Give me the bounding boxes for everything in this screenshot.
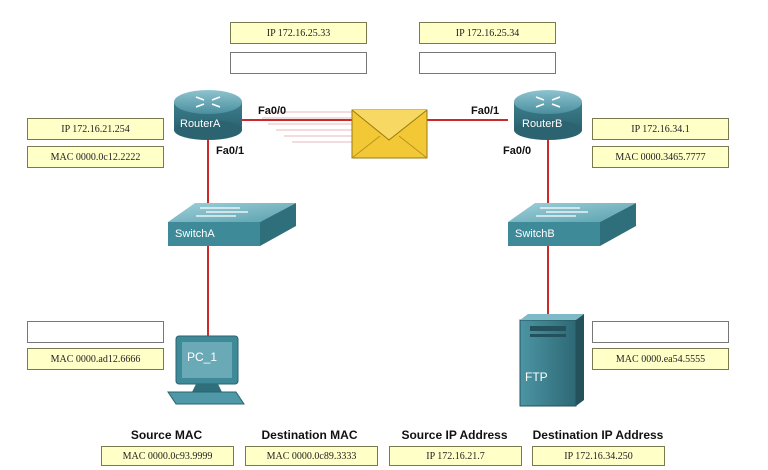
packet-source-mac: MAC 0000.0c93.9999 — [101, 446, 234, 466]
switchA-icon[interactable] — [168, 203, 296, 246]
routerB-fa00-label: Fa0/0 — [503, 145, 532, 157]
routerB-fa01-ip-box: IP 172.16.25.34 — [419, 22, 556, 44]
ftp-mac-box: MAC 0000.ea54.5555 — [592, 348, 729, 370]
packet-destination-ip: IP 172.16.34.250 — [532, 446, 665, 466]
routerA-fa00-label: Fa0/0 — [258, 105, 287, 117]
motion-streaks — [262, 111, 352, 143]
pc-icon[interactable] — [167, 335, 245, 405]
routerA-fa00-mac-field[interactable] — [230, 52, 367, 74]
pc-label: PC_1 — [187, 350, 218, 364]
routerB-label: RouterB — [522, 118, 563, 130]
ftp-server-icon[interactable] — [519, 314, 584, 407]
routerB-icon[interactable] — [514, 90, 582, 140]
pc-ip-field[interactable] — [27, 321, 164, 343]
destination-mac-header: Destination MAC — [261, 428, 358, 442]
switchB-label: SwitchB — [515, 228, 555, 240]
packet-source-ip: IP 172.16.21.7 — [389, 446, 522, 466]
switchB-icon[interactable] — [508, 203, 636, 246]
destination-ip-header: Destination IP Address — [532, 428, 664, 442]
envelope-icon — [351, 109, 428, 159]
routerB-fa00-mac-box: MAC 0000.3465.7777 — [592, 146, 729, 168]
routerB-fa01-label: Fa0/1 — [471, 105, 500, 117]
routerA-fa00-ip-box: IP 172.16.25.33 — [230, 22, 367, 44]
routerB-fa00-ip-box: IP 172.16.34.1 — [592, 118, 729, 140]
routerA-icon[interactable] — [174, 90, 242, 140]
source-mac-header: Source MAC — [130, 428, 203, 442]
ftp-ip-field[interactable] — [592, 321, 729, 343]
packet-destination-mac: MAC 0000.0c89.3333 — [245, 446, 378, 466]
switchA-label: SwitchA — [175, 228, 215, 240]
pc-mac-box: MAC 0000.ad12.6666 — [27, 348, 164, 370]
routerA-label: RouterA — [180, 118, 221, 130]
routerA-fa01-mac-box: MAC 0000.0c12.2222 — [27, 146, 164, 168]
routerA-fa01-ip-box: IP 172.16.21.254 — [27, 118, 164, 140]
source-ip-header: Source IP Address — [401, 428, 508, 442]
routerB-fa01-mac-field[interactable] — [419, 52, 556, 74]
routerA-fa01-label: Fa0/1 — [216, 145, 245, 157]
ftp-label: FTP — [525, 370, 548, 384]
